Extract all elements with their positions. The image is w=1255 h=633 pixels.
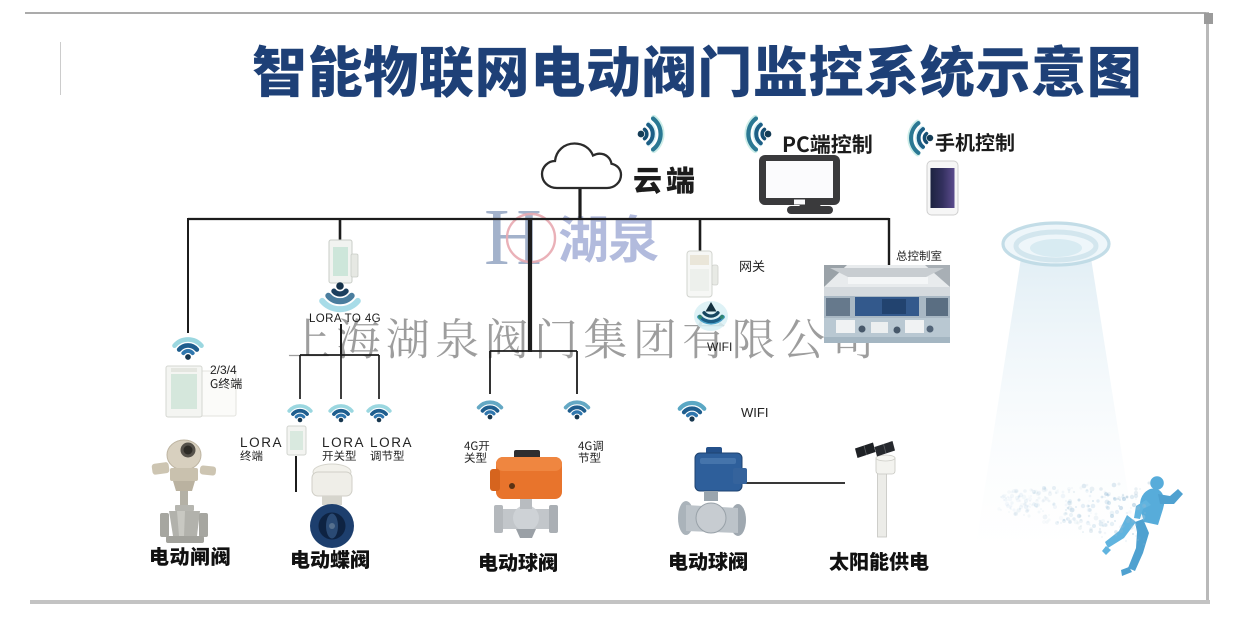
svg-text:WIFI: WIFI (741, 405, 768, 420)
svg-text:LORA: LORA (370, 435, 413, 450)
svg-text:H: H (484, 194, 542, 282)
svg-text:LORA TO 4G: LORA TO 4G (309, 313, 381, 325)
svg-text:WIFI: WIFI (707, 340, 732, 354)
svg-text:2/3/4: 2/3/4 (210, 363, 237, 377)
svg-text:LORA: LORA (322, 435, 365, 450)
svg-text:LORA: LORA (240, 435, 283, 450)
